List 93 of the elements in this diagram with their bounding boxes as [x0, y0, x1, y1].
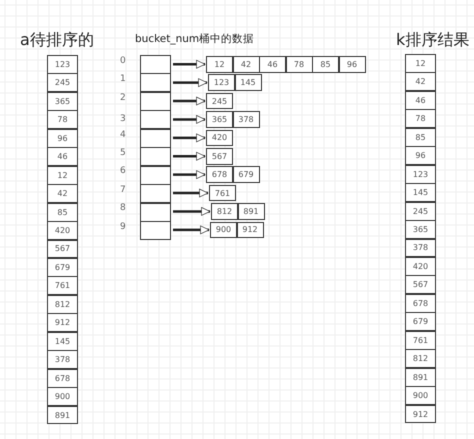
array-cell: 420 [405, 256, 436, 276]
array-cell: 378 [405, 238, 436, 258]
arrow [173, 78, 208, 87]
array-cell: 812 [211, 203, 238, 220]
bucket-index: 9 [120, 222, 126, 232]
array-cell: 12 [405, 54, 436, 73]
array-cell: 46 [259, 56, 286, 72]
array-cell: 679 [232, 166, 260, 183]
array-cell: 245 [47, 73, 78, 92]
column-title: k排序结果 [396, 30, 470, 51]
column-title: bucket_num桶中的数据 [135, 32, 254, 46]
bucket-index: 3 [120, 114, 126, 124]
array-cell: 145 [234, 74, 262, 91]
bucket-cell [140, 128, 171, 148]
array-cell: 365 [206, 111, 233, 128]
array-cell: 761 [47, 276, 78, 296]
bucket-index: 2 [120, 92, 126, 103]
array-cell: 900 [210, 222, 237, 238]
arrow [173, 152, 206, 161]
array-cell: 96 [405, 146, 436, 166]
array-cell: 365 [47, 92, 78, 111]
bucket-cell [140, 73, 171, 92]
arrow [173, 226, 210, 234]
array-cell: 123 [405, 164, 436, 184]
array-cell: 812 [47, 294, 78, 314]
array-cell: 46 [405, 90, 436, 110]
arrow [173, 207, 210, 216]
arrow [173, 188, 208, 198]
array-cell: 812 [405, 349, 436, 368]
bucket-cell [140, 202, 171, 222]
bucket-index: 6 [120, 166, 126, 176]
array-cell: 679 [47, 258, 78, 277]
bucket-index: 5 [120, 148, 126, 158]
array-cell: 900 [47, 387, 78, 406]
array-cell: 245 [405, 202, 436, 221]
array-cell: 85 [405, 128, 436, 147]
bucket-index: 4 [120, 130, 126, 140]
array-cell: 42 [232, 56, 260, 72]
bucket-index: 8 [120, 203, 126, 214]
array-cell: 245 [206, 92, 233, 110]
array-cell: 85 [47, 202, 78, 222]
array-cell: 96 [47, 128, 78, 148]
array-cell: 42 [47, 184, 78, 204]
array-cell: 145 [405, 183, 436, 202]
array-cell: 567 [47, 240, 78, 258]
array-cell: 378 [232, 111, 260, 128]
array-cell: 900 [405, 386, 436, 406]
array-cell: 891 [405, 368, 436, 387]
array-cell: 567 [405, 275, 436, 294]
array-cell: 678 [405, 294, 436, 313]
array-cell: 78 [47, 110, 78, 130]
array-cell: 78 [286, 56, 312, 72]
array-cell: 891 [238, 203, 264, 220]
array-cell: 46 [47, 147, 78, 166]
array-cell: 761 [209, 184, 236, 202]
bucket-index: 1 [120, 74, 126, 84]
column-title: a待排序的 [20, 30, 94, 51]
array-cell: 12 [47, 166, 78, 185]
array-cell: 85 [312, 56, 339, 72]
array-cell: 678 [206, 166, 233, 183]
arrow [173, 96, 206, 106]
arrow [173, 60, 206, 69]
array-cell: 42 [405, 72, 436, 92]
array-cell: 145 [47, 332, 78, 351]
array-cell: 567 [206, 148, 233, 164]
array-cell: 912 [405, 404, 436, 424]
array-cell: 761 [405, 330, 436, 350]
bucket-index: 7 [120, 184, 126, 195]
array-cell: 420 [206, 130, 233, 146]
bucket-cell [140, 55, 171, 74]
arrow [173, 134, 206, 142]
arrow [173, 115, 206, 124]
array-cell: 912 [47, 313, 78, 332]
bucket-cell [140, 221, 171, 240]
array-cell: 679 [405, 312, 436, 332]
array-cell: 420 [47, 221, 78, 240]
array-cell: 912 [236, 222, 264, 238]
array-cell: 891 [47, 406, 78, 424]
bucket-cell [140, 110, 171, 130]
bucket-cell [140, 166, 171, 185]
array-cell: 96 [338, 56, 366, 72]
array-cell: 78 [405, 109, 436, 128]
array-cell: 365 [405, 220, 436, 239]
array-cell: 123 [47, 55, 78, 74]
array-cell: 123 [208, 74, 235, 91]
bucket-cell [140, 92, 171, 111]
bucket-cell [140, 147, 171, 166]
bucket-cell [140, 184, 171, 204]
bucket-index: 0 [120, 56, 126, 66]
arrow [173, 170, 206, 179]
array-cell: 378 [47, 350, 78, 370]
array-cell: 678 [47, 368, 78, 388]
array-cell: 12 [206, 56, 233, 72]
